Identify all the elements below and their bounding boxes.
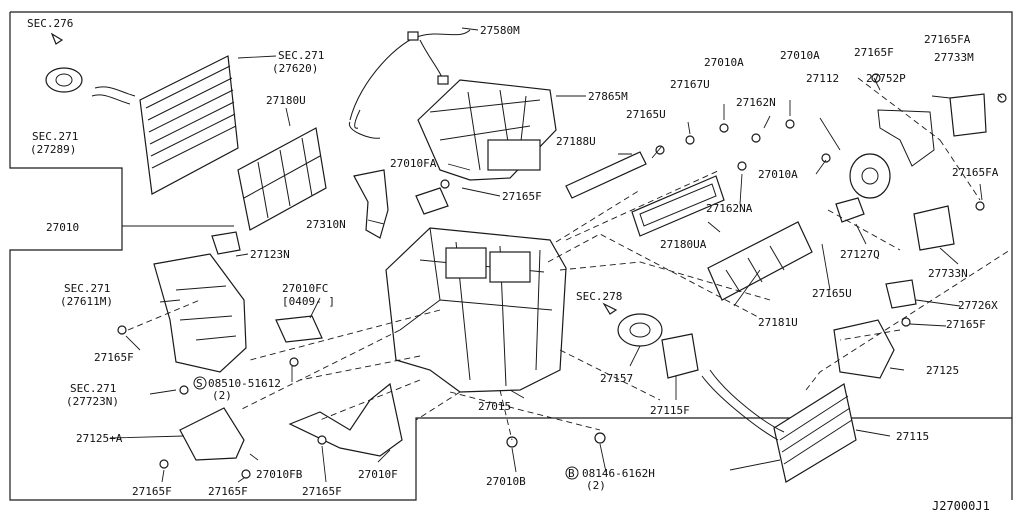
label-27125a[interactable]: 27125+A xyxy=(76,432,123,445)
label-27125[interactable]: 27125 xyxy=(926,364,959,377)
label-27010[interactable]: 27010 xyxy=(46,221,79,234)
label-27165f-mid[interactable]: 27165F xyxy=(502,190,542,203)
diagram-code: J27000J1 xyxy=(932,499,990,512)
assembly-lines xyxy=(127,77,1011,441)
label-27157[interactable]: 27157 xyxy=(600,372,633,385)
evaporator-core xyxy=(91,55,239,195)
side-case-left xyxy=(153,253,247,373)
label-27188u[interactable]: 27188U xyxy=(556,135,596,148)
label-27127q[interactable]: 27127Q xyxy=(840,248,880,261)
label-27015[interactable]: 27015 xyxy=(478,400,511,413)
label-sec271-27611m[interactable]: SEC.271 xyxy=(64,282,110,295)
duct-27310n xyxy=(353,169,389,239)
label-sec271-27289-sub: (27289) xyxy=(30,143,76,156)
label-sec271-27289[interactable]: SEC.271 xyxy=(32,130,78,143)
label-sec271-27620[interactable]: SEC.271 xyxy=(278,49,324,62)
label-27115f[interactable]: 27115F xyxy=(650,404,690,417)
label-27165fa-right[interactable]: 27165FA xyxy=(952,166,999,179)
label-27165f-right[interactable]: 27165F xyxy=(946,318,986,331)
label-sec271-27611m-sub: (27611M) xyxy=(60,295,113,308)
label-sec278[interactable]: SEC.278 xyxy=(576,290,622,303)
diagram-frame xyxy=(9,11,1013,501)
label-27165f-top[interactable]: 27165F xyxy=(854,46,894,59)
label-27167u[interactable]: 27167U xyxy=(670,78,710,91)
actuator-27733m xyxy=(949,93,987,137)
label-bolt-s-qty: (2) xyxy=(212,389,232,402)
leader-lines xyxy=(109,27,1003,483)
label-27010a-3[interactable]: 27010A xyxy=(758,168,798,181)
label-bolt-s: S xyxy=(196,377,203,390)
label-27010fc[interactable]: 27010FC xyxy=(282,282,328,295)
part-labels: SEC.276 SEC.271 (27289) SEC.271 (27620) … xyxy=(27,17,999,512)
label-27010fa[interactable]: 27010FA xyxy=(390,157,437,170)
sensor-27726x xyxy=(885,279,917,309)
label-27181u[interactable]: 27181U xyxy=(758,316,798,329)
bracket-27010fa xyxy=(415,179,450,215)
label-27010fb[interactable]: 27010FB xyxy=(256,468,303,481)
blower-case xyxy=(417,79,557,181)
label-27752p[interactable]: 27752P xyxy=(866,72,906,85)
expansion-valve xyxy=(45,67,83,93)
label-27580m[interactable]: 27580M xyxy=(480,24,520,37)
label-27165f-bl3[interactable]: 27165F xyxy=(302,485,342,498)
seal-27157 xyxy=(617,313,663,347)
fasteners xyxy=(117,73,1007,479)
label-27726x[interactable]: 27726X xyxy=(958,299,998,312)
heater-core xyxy=(701,369,857,483)
label-27180u[interactable]: 27180U xyxy=(266,94,306,107)
motor-27112 xyxy=(849,153,891,199)
label-27165f-bl2[interactable]: 27165F xyxy=(208,485,248,498)
label-sec271-27723n-sub: (27723N) xyxy=(66,395,119,408)
bolt-b-icon xyxy=(565,466,579,480)
label-27165u-top[interactable]: 27165U xyxy=(626,108,666,121)
label-27165f-left[interactable]: 27165F xyxy=(94,351,134,364)
label-27010a-1[interactable]: 27010A xyxy=(704,56,744,69)
label-sec271-27723n[interactable]: SEC.271 xyxy=(70,382,116,395)
bolt-s-icon xyxy=(193,376,207,390)
filter-27188u xyxy=(565,151,647,199)
label-bolt-s-code[interactable]: 08510-51612 xyxy=(208,377,281,390)
label-sec271-27620-sub: (27620) xyxy=(272,62,318,75)
label-27010a-2[interactable]: 27010A xyxy=(780,49,820,62)
label-27010f[interactable]: 27010F xyxy=(358,468,398,481)
label-27165fa-top[interactable]: 27165FA xyxy=(924,33,971,46)
sensor-27127q xyxy=(835,197,865,223)
duct-27010f xyxy=(288,382,403,457)
label-bolt-b-code[interactable]: 08146-6162H xyxy=(582,467,655,480)
actuator-27125a xyxy=(179,407,245,461)
wire-harness xyxy=(348,29,471,139)
clip-27123n xyxy=(211,231,241,255)
label-bolt-b-qty: (2) xyxy=(586,479,606,492)
filter-frame-27180ua xyxy=(631,175,725,237)
heater-unit-case xyxy=(385,227,567,393)
label-27165u-mid[interactable]: 27165U xyxy=(812,287,852,300)
label-bolt-b: B xyxy=(568,467,575,480)
label-27733m[interactable]: 27733M xyxy=(934,51,974,64)
pipe-flange-27115f xyxy=(661,333,699,379)
label-27010b[interactable]: 27010B xyxy=(486,475,526,488)
label-27180ua[interactable]: 27180UA xyxy=(660,238,707,251)
label-27115[interactable]: 27115 xyxy=(896,430,929,443)
arrow-icon xyxy=(50,32,64,45)
label-27165f-bl1[interactable]: 27165F xyxy=(132,485,172,498)
bracket-27752p xyxy=(877,109,935,167)
bracket-27010fc xyxy=(275,315,323,343)
arrow-icon xyxy=(602,302,618,315)
label-sec276[interactable]: SEC.276 xyxy=(27,17,73,30)
label-27162na[interactable]: 27162NA xyxy=(706,202,753,215)
label-27162n[interactable]: 27162N xyxy=(736,96,776,109)
label-27123n[interactable]: 27123N xyxy=(250,248,290,261)
label-27865m[interactable]: 27865M xyxy=(588,90,628,103)
label-27733n[interactable]: 27733N xyxy=(928,267,968,280)
filter-27181u xyxy=(707,221,813,301)
actuator-27125 xyxy=(833,319,895,379)
actuator-27733n xyxy=(913,205,955,251)
label-27310n[interactable]: 27310N xyxy=(306,218,346,231)
label-27112[interactable]: 27112 xyxy=(806,72,839,85)
label-27010fc-sub: [0409- ] xyxy=(282,295,335,308)
air-filter-frame xyxy=(237,127,327,231)
